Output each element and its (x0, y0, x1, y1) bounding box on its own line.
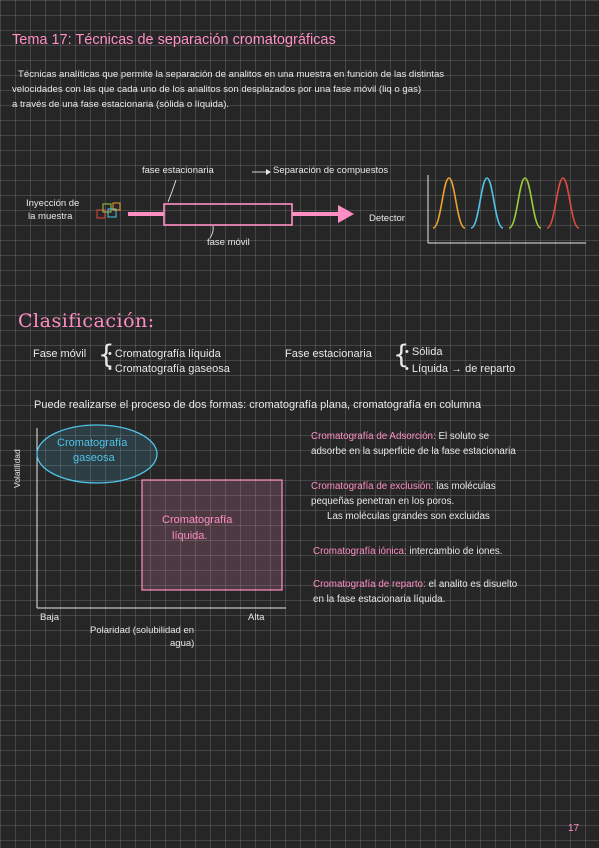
sample-square (102, 203, 112, 213)
type-desc: pequeñas penetran en los poros. (311, 496, 455, 507)
mobile-item: • Cromatografía líquida (108, 348, 221, 360)
sample-square (107, 208, 117, 218)
detector-peak (432, 177, 466, 229)
plot-x-high: Alta (248, 612, 265, 623)
sample-square (112, 202, 121, 211)
plot-y-label: Volatilidad (12, 449, 22, 488)
gas-region-label: Cromatografía (57, 437, 128, 449)
liquid-rect (141, 479, 283, 591)
injection-label: la muestra (28, 211, 73, 222)
mobile-item: • Cromatografía gaseosa (108, 363, 230, 375)
stationary-pointer (167, 179, 177, 203)
arrow-head (266, 169, 271, 175)
liquid-region-label: líquida. (172, 530, 208, 542)
type-desc: adsorbe en la superficie de la fase esta… (311, 446, 516, 457)
detector-peak (508, 177, 542, 229)
intro-line: velocidades con las que cada uno de los … (12, 84, 422, 95)
intro-line: Técnicas analíticas que permite la separ… (18, 69, 445, 80)
injection-label: Inyección de (26, 198, 80, 209)
detector-peak (546, 177, 580, 229)
mobile-phase-label: fase móvil (207, 237, 250, 248)
type-desc: el analito es disuelto (428, 579, 518, 590)
separation-label: Separación de compuestos (273, 165, 389, 176)
type-exclusion: Cromatografía de exclusión: las molécula… (311, 479, 496, 524)
stationary-phase-label: fase estacionaria (142, 165, 214, 176)
type-desc: El soluto se (438, 431, 490, 442)
detector-label: Detector (369, 213, 405, 224)
plot-x-label: agua) (170, 638, 195, 649)
column-rect (163, 203, 293, 226)
gas-region-label: gaseosa (73, 452, 115, 464)
flow-arrow-head (338, 205, 354, 223)
sample-square (96, 209, 106, 219)
page-title: Tema 17: Técnicas de separación cromatog… (12, 32, 336, 48)
type-name: Cromatografía iónica: (313, 546, 407, 557)
type-name: Cromatografía de exclusión: (311, 481, 434, 492)
brace-icon: { (393, 340, 410, 370)
plot-x-label: Polaridad (solubilidad en (90, 625, 195, 636)
forms-sentence: Puede realizarse el proceso de dos forma… (34, 399, 481, 411)
mobile-phase-heading: Fase móvil (33, 348, 87, 360)
detector-peak (470, 177, 504, 229)
stationary-phase-heading: Fase estacionaria (285, 348, 372, 360)
page-number: 17 (568, 823, 580, 834)
mobile-pointer (209, 225, 214, 239)
type-desc: las moléculas (436, 481, 496, 492)
liquid-region-label: Cromatografía (162, 514, 233, 526)
detector-peaks (432, 177, 580, 229)
gas-ellipse (36, 424, 158, 484)
classification-heading: Clasificación: (18, 310, 155, 332)
plot-x-low: Baja (40, 612, 60, 623)
type-desc: intercambio de iones. (409, 546, 503, 557)
stationary-item: • Líquida → de reparto (405, 363, 516, 375)
intro-paragraph: Técnicas analíticas que permite la separ… (12, 67, 597, 112)
type-name: Cromatografía de reparto: (313, 579, 426, 590)
type-partition: Cromatografía de reparto: el analito es … (313, 577, 517, 607)
type-desc: en la fase estacionaria líquida. (313, 594, 446, 605)
type-name: Cromatografía de Adsorción: (311, 431, 436, 442)
stationary-item: • Sólida (405, 346, 443, 358)
type-ionic: Cromatografía iónica: intercambio de ion… (313, 544, 503, 559)
intro-line: a través de una fase estacionaria (sólid… (12, 99, 230, 110)
type-desc: Las moléculas grandes son excluidas (327, 511, 490, 522)
type-adsorption: Cromatografía de Adsorción: El soluto se… (311, 429, 516, 459)
brace-icon: { (98, 340, 115, 370)
